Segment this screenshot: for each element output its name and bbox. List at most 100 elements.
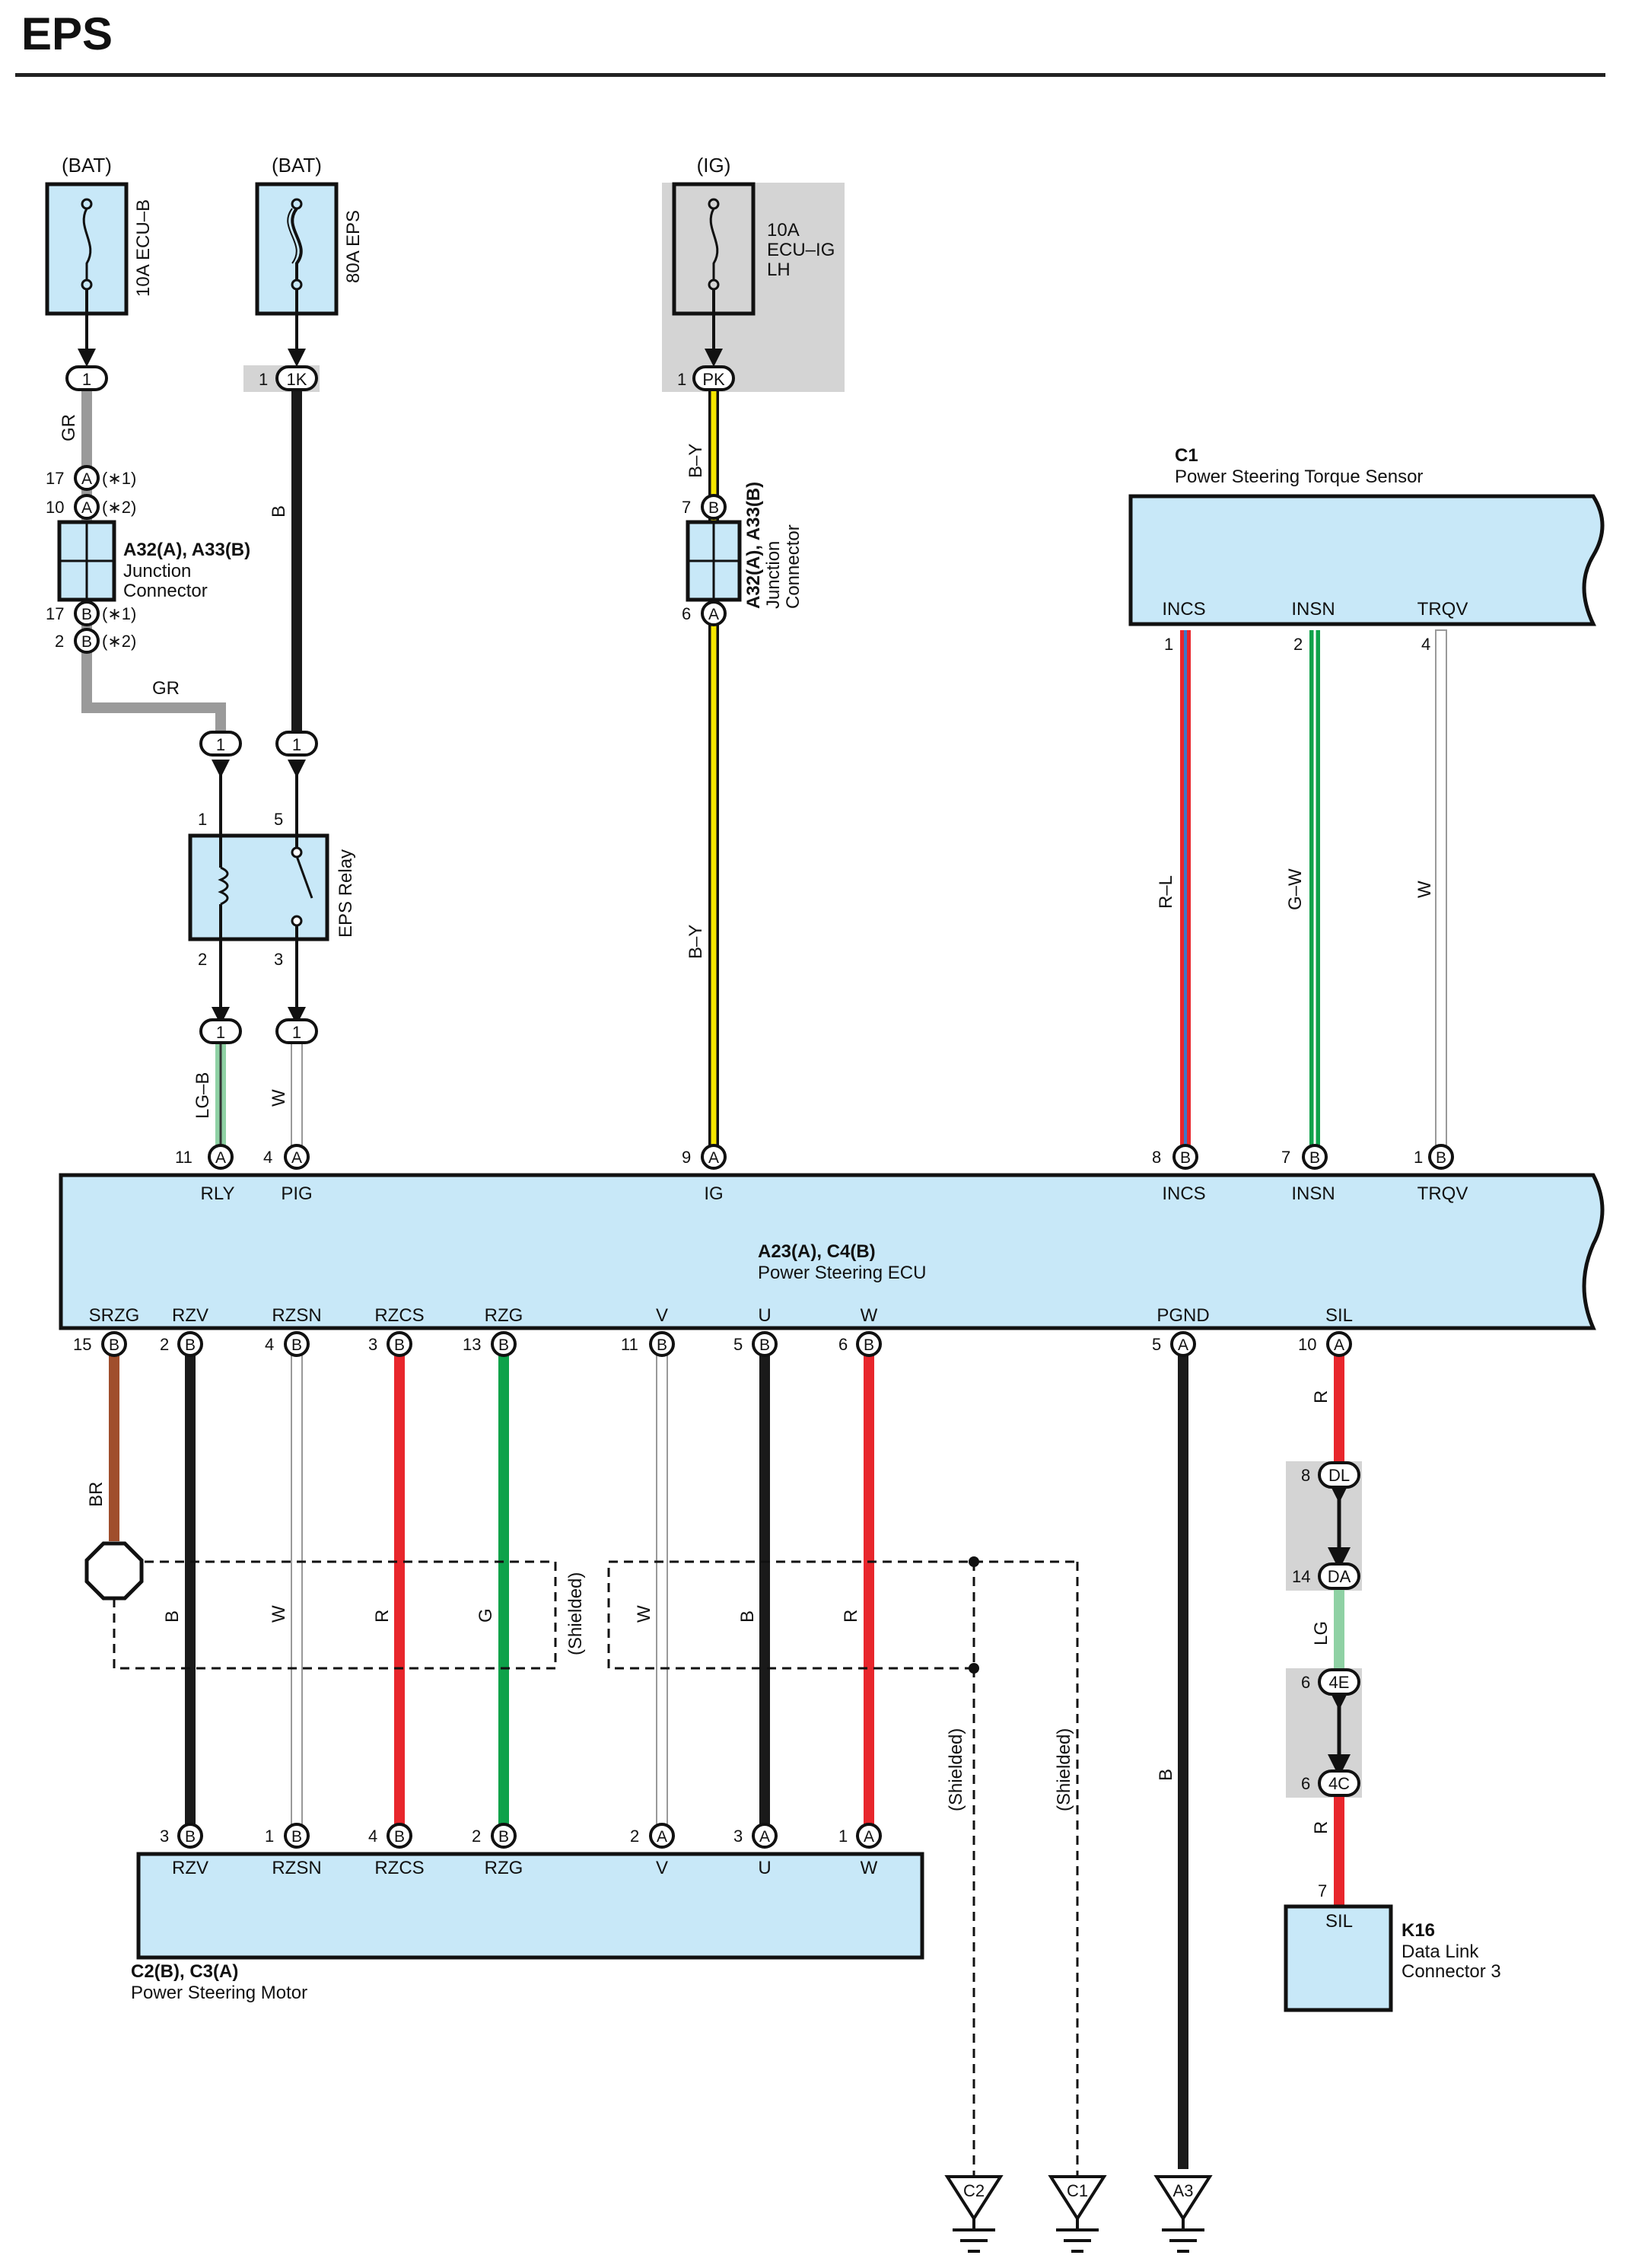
pin-r3: 3 xyxy=(274,950,283,969)
pin-dl8: 8 xyxy=(1301,1466,1310,1485)
shield-box-left xyxy=(113,1560,557,1670)
pin-m3: 3 xyxy=(160,1827,169,1846)
code-a-m-v: A xyxy=(657,1828,667,1846)
pin-m4: 4 xyxy=(368,1827,377,1846)
pin-r1: 1 xyxy=(198,810,207,829)
wire-label-lgb: LG–B xyxy=(192,1072,213,1119)
pin-1k: 1 xyxy=(259,370,268,389)
pin-ig7: 7 xyxy=(682,498,691,517)
ecu-desc: Power Steering ECU xyxy=(758,1263,926,1283)
pin-17b: 17 xyxy=(46,604,64,623)
pill-4e xyxy=(1318,1668,1360,1696)
motor-term-rzcs: RZCS xyxy=(374,1858,424,1878)
pin-e9: 9 xyxy=(682,1148,691,1167)
pill-da-text: DA xyxy=(1328,1567,1351,1586)
j2-name: A32(A), A33(B) xyxy=(743,482,764,609)
pill-relay-in-2-text: 1 xyxy=(292,735,301,754)
pin-4c6: 6 xyxy=(1301,1774,1310,1793)
bat2-label: (BAT) xyxy=(272,154,322,177)
motor-term-rzsn: RZSN xyxy=(272,1858,321,1878)
pin-17a: 17 xyxy=(46,469,64,488)
ecu-term-sil: SIL xyxy=(1325,1305,1353,1326)
ecu-term-pgnd: PGND xyxy=(1157,1305,1209,1326)
motor-term-u: U xyxy=(758,1858,771,1878)
motor-term-rzv: RZV xyxy=(172,1858,208,1878)
pin-e8: 8 xyxy=(1152,1148,1161,1167)
wire-w-trqv xyxy=(1435,629,1447,1146)
pin-b5: 5 xyxy=(733,1335,743,1354)
pill-bat1-text: 1 xyxy=(82,370,91,389)
pin-ma2: 2 xyxy=(630,1827,639,1846)
note-1: (∗1) xyxy=(102,469,136,488)
code-b-ig7: B xyxy=(708,499,719,517)
wire-label-r-sil: R xyxy=(1311,1390,1332,1403)
wire-label-r-rzcs: R xyxy=(372,1610,393,1623)
pill-dl-text: DL xyxy=(1328,1466,1350,1485)
wire-label-b-top: B xyxy=(269,505,289,518)
ground-c2-label: C2 xyxy=(963,2181,985,2200)
code-b-v: B xyxy=(657,1336,667,1354)
pin-t1: 1 xyxy=(1164,635,1173,654)
pin-b10: 10 xyxy=(1298,1335,1316,1354)
pin-b4: 4 xyxy=(265,1335,274,1354)
page-title: EPS xyxy=(21,8,113,59)
pin-b11: 11 xyxy=(621,1335,638,1354)
wire-label-gw: G–W xyxy=(1285,868,1306,910)
motor-term-rzg: RZG xyxy=(485,1858,523,1878)
code-b-insn: B xyxy=(1309,1149,1320,1167)
code-b-w: B xyxy=(864,1336,874,1354)
dlc-name: K16 xyxy=(1402,1920,1435,1941)
pill-relay-in-1-text: 1 xyxy=(216,735,225,754)
pill-relay-out-1 xyxy=(199,1018,242,1044)
ground-c1 xyxy=(1048,2175,1107,2253)
ecu-term-rzv: RZV xyxy=(172,1305,208,1326)
wire-label-br: BR xyxy=(86,1482,107,1507)
ecu-term-rzcs: RZCS xyxy=(374,1305,424,1326)
pin-b15: 15 xyxy=(73,1335,91,1354)
pin-k7: 7 xyxy=(1318,1881,1327,1900)
code-a-ig6: A xyxy=(708,606,719,623)
fuse-eps-label: 80A EPS xyxy=(343,210,364,283)
junction-connector-ig xyxy=(686,520,742,602)
ecu-term-srzg: SRZG xyxy=(89,1305,140,1326)
wire-label-gr-h: GR xyxy=(152,678,180,699)
shield-label-2: (Shielded) xyxy=(946,1728,966,1811)
code-b-rzg: B xyxy=(498,1336,509,1354)
pin-e4: 4 xyxy=(263,1148,272,1167)
code-b-rzv: B xyxy=(185,1336,196,1354)
pin-circles xyxy=(74,465,1454,1849)
fuse-ig-label-3: LH xyxy=(767,260,791,280)
ecu-term-u: U xyxy=(758,1305,771,1326)
motor-desc: Power Steering Motor xyxy=(131,1983,307,2003)
code-b-m-rzsn: B xyxy=(291,1828,302,1846)
pill-pk xyxy=(692,365,735,391)
wire-label-r-w: R xyxy=(841,1610,861,1623)
wire-w-pig xyxy=(291,1042,303,1146)
code-b-u: B xyxy=(759,1336,770,1354)
c1-name: C1 xyxy=(1175,445,1198,466)
pill-da xyxy=(1318,1562,1360,1590)
wire-w-rzsn xyxy=(291,1346,303,1835)
shield-label-3: (Shielded) xyxy=(1054,1728,1074,1811)
fuse-ig-label-1: 10A xyxy=(767,220,800,240)
pin-b5a: 5 xyxy=(1152,1335,1161,1354)
dlc-line1: Data Link xyxy=(1402,1941,1479,1962)
pin-ig6: 6 xyxy=(682,604,691,623)
ecu-term-v: V xyxy=(656,1305,668,1326)
ecu-term-rzg: RZG xyxy=(485,1305,523,1326)
code-b-j2: B xyxy=(81,633,92,651)
wire-label-b-rzv: B xyxy=(162,1610,183,1623)
code-b-rzsn: B xyxy=(291,1336,302,1354)
ecu-name: A23(A), C4(B) xyxy=(758,1241,876,1262)
code-a-pgnd: A xyxy=(1178,1336,1188,1354)
pin-b3: 3 xyxy=(368,1335,377,1354)
dlc-term-sil: SIL xyxy=(1325,1911,1353,1932)
wire-label-gr-v: GR xyxy=(59,414,79,441)
pin-e11: 11 xyxy=(175,1148,192,1167)
motor-term-w: W xyxy=(861,1858,878,1878)
pill-1k xyxy=(275,365,318,391)
note-3: (∗1) xyxy=(102,604,136,623)
shield-ground-octagon xyxy=(84,1541,144,1601)
ecu-term-rly: RLY xyxy=(201,1183,235,1204)
